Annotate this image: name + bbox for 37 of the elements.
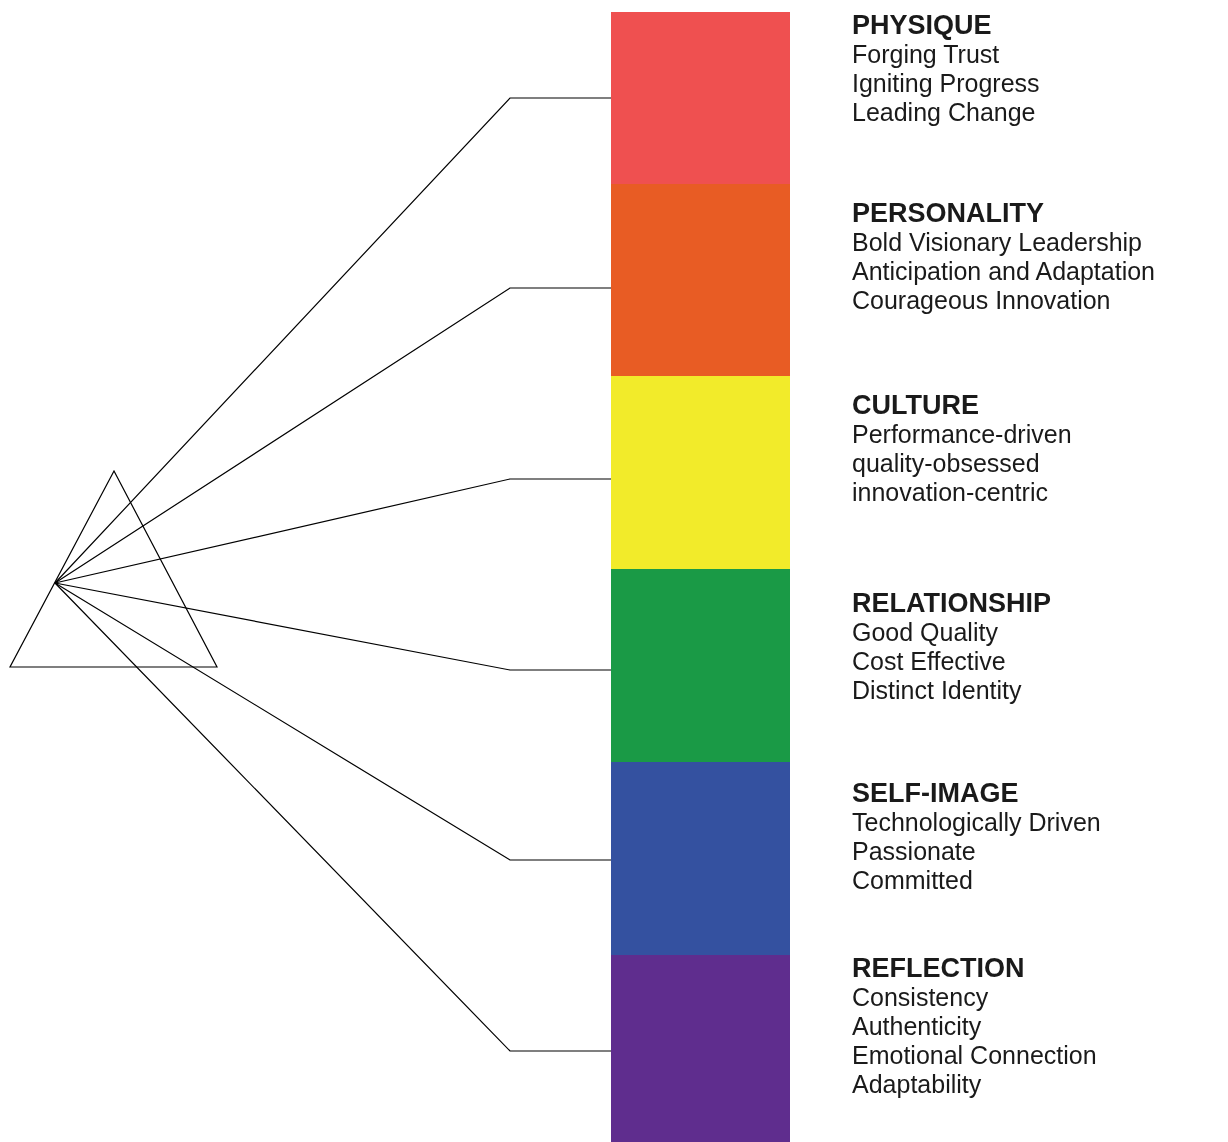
- color-bar: [611, 955, 790, 1142]
- trait-text: Cost Effective: [852, 647, 1007, 676]
- category-heading: SELF-IMAGE: [852, 778, 1020, 808]
- trait-text: Leading Change: [852, 98, 1037, 127]
- color-bar: [611, 762, 790, 955]
- connector-line: [54, 287, 612, 584]
- category-heading: REFLECTION: [852, 953, 1026, 983]
- color-bar: [611, 376, 790, 569]
- connector-line: [54, 582, 612, 1052]
- trait-text: Adaptability: [852, 1070, 983, 1099]
- category-heading: PERSONALITY: [852, 198, 1046, 228]
- trait-text: Distinct Identity: [852, 676, 1023, 705]
- trait-text: Emotional Connection: [852, 1041, 1098, 1070]
- trait-text: Forging Trust: [852, 40, 1001, 69]
- category-heading: RELATIONSHIP: [852, 588, 1052, 618]
- trait-text: quality-obsessed: [852, 449, 1041, 478]
- trait-text: Performance-driven: [852, 420, 1073, 449]
- trait-text: Technologically Driven: [852, 808, 1102, 837]
- trait-text: Committed: [852, 866, 974, 895]
- color-bar: [611, 12, 790, 184]
- connector-line: [54, 582, 612, 671]
- trait-text: Bold Visionary Leadership: [852, 228, 1143, 257]
- connector-line: [54, 478, 612, 584]
- trait-text: innovation-centric: [852, 478, 1049, 507]
- category-heading: CULTURE: [852, 390, 980, 420]
- trait-text: Authenticity: [852, 1012, 983, 1041]
- trait-text: Igniting Progress: [852, 69, 1041, 98]
- trait-text: Courageous Innovation: [852, 286, 1112, 315]
- trait-text: Anticipation and Adaptation: [852, 257, 1156, 286]
- color-bar: [611, 184, 790, 376]
- category-heading: PHYSIQUE: [852, 10, 993, 40]
- connector-line: [54, 97, 612, 584]
- trait-text: Passionate: [852, 837, 977, 866]
- trait-text: Consistency: [852, 983, 990, 1012]
- color-bar: [611, 569, 790, 762]
- trait-text: Good Quality: [852, 618, 999, 647]
- connector-line: [54, 582, 612, 861]
